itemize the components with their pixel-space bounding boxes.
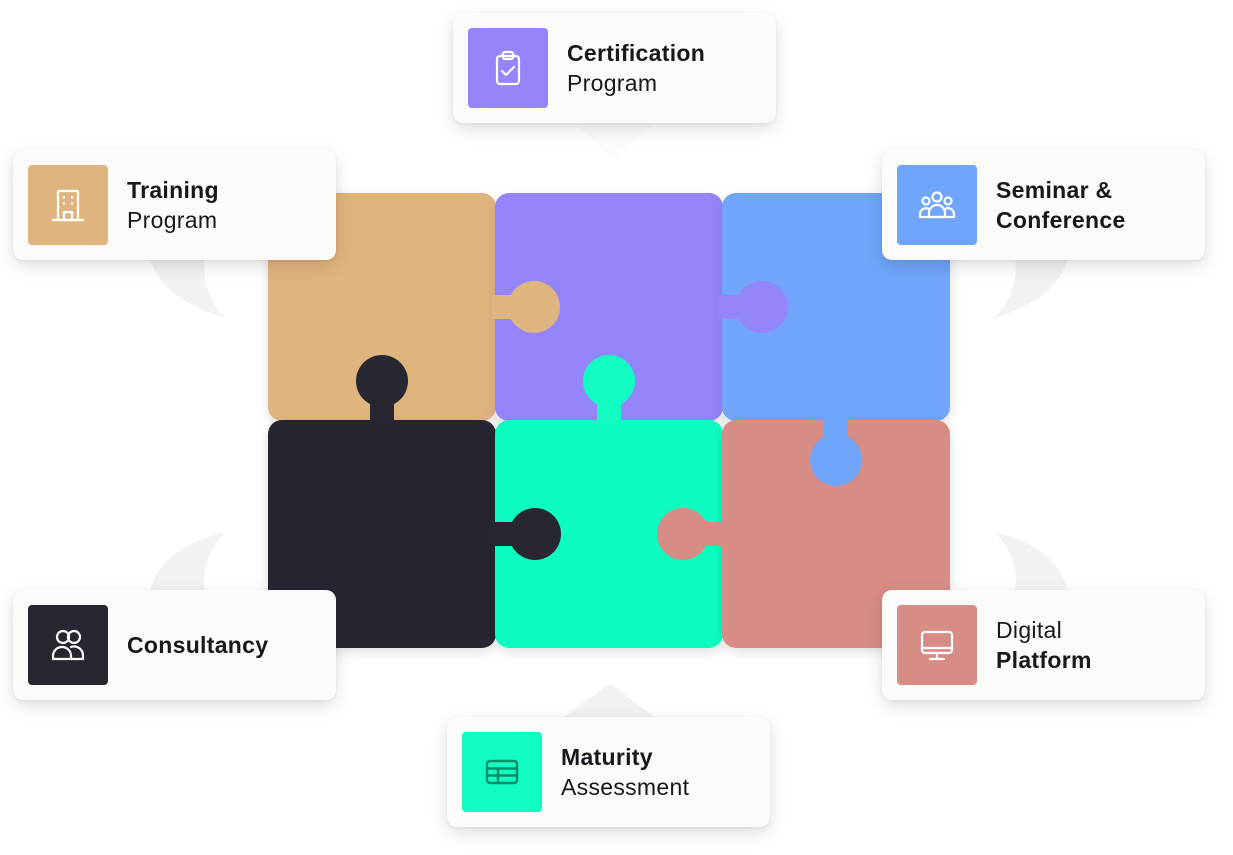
callout-seminar: Seminar & Conference (882, 150, 1205, 260)
clipboard-check-icon (495, 50, 521, 86)
callout-seminar-line2: Conference (996, 207, 1126, 233)
tail-certification (570, 120, 658, 158)
callout-seminar-line1: Seminar & (996, 177, 1113, 203)
puzzle-knob-certification (736, 281, 788, 333)
tail-training (150, 258, 225, 318)
puzzle-knob-neck-maturity-up (597, 400, 621, 424)
callout-digital-line2: Platform (996, 647, 1092, 673)
callout-consultancy-line1: Consultancy (127, 632, 269, 658)
puzzle-knob-neck-consultancy-right (492, 522, 514, 546)
tail-maturity (562, 683, 655, 718)
callout-seminar-icon-box (897, 165, 977, 245)
callout-digital-line1: Digital (996, 617, 1063, 643)
building-icon (51, 189, 85, 222)
puzzle-knob-consultancy-right (509, 508, 561, 560)
puzzle-knob-digital-left (657, 508, 709, 560)
puzzle-knob-seminar-down (810, 434, 862, 486)
callout-training-line1: Training (127, 177, 219, 203)
puzzle-knob-consultancy-up (356, 355, 408, 407)
callout-certification-icon-box (468, 28, 548, 108)
callout-maturity-line1: Maturity (561, 744, 653, 770)
callout-maturity-icon-box (462, 732, 542, 812)
tail-digital (995, 532, 1068, 592)
callout-maturity-line2: Assessment (561, 774, 690, 800)
users-group-icon (918, 191, 956, 219)
callout-training-line2: Program (127, 207, 218, 233)
callout-consultancy-icon-box (28, 605, 108, 685)
monitor-icon (920, 630, 954, 661)
puzzle-knob-neck-seminar-down (824, 416, 848, 440)
callout-consultancy: Consultancy (13, 590, 336, 700)
tail-seminar (995, 258, 1068, 318)
table-icon (485, 759, 519, 785)
tail-consultancy (150, 532, 225, 592)
puzzle-knob-neck-certification (718, 295, 742, 319)
puzzle-knob-maturity-up (583, 355, 635, 407)
callout-certification-line1: Certification (567, 40, 706, 66)
callout-certification-line2: Program (567, 70, 658, 96)
callout-digital-icon-box (897, 605, 977, 685)
callout-training-icon-box (28, 165, 108, 245)
puzzle-piece-maturity (495, 420, 723, 648)
two-users-icon (51, 629, 85, 661)
puzzle-knob-neck-consultancy-up (370, 400, 394, 424)
puzzle-knob-training (508, 281, 560, 333)
puzzle-piece-certification (495, 193, 723, 421)
puzzle-knob-neck-digital-left (700, 522, 726, 546)
puzzle-knob-neck-training (492, 295, 514, 319)
